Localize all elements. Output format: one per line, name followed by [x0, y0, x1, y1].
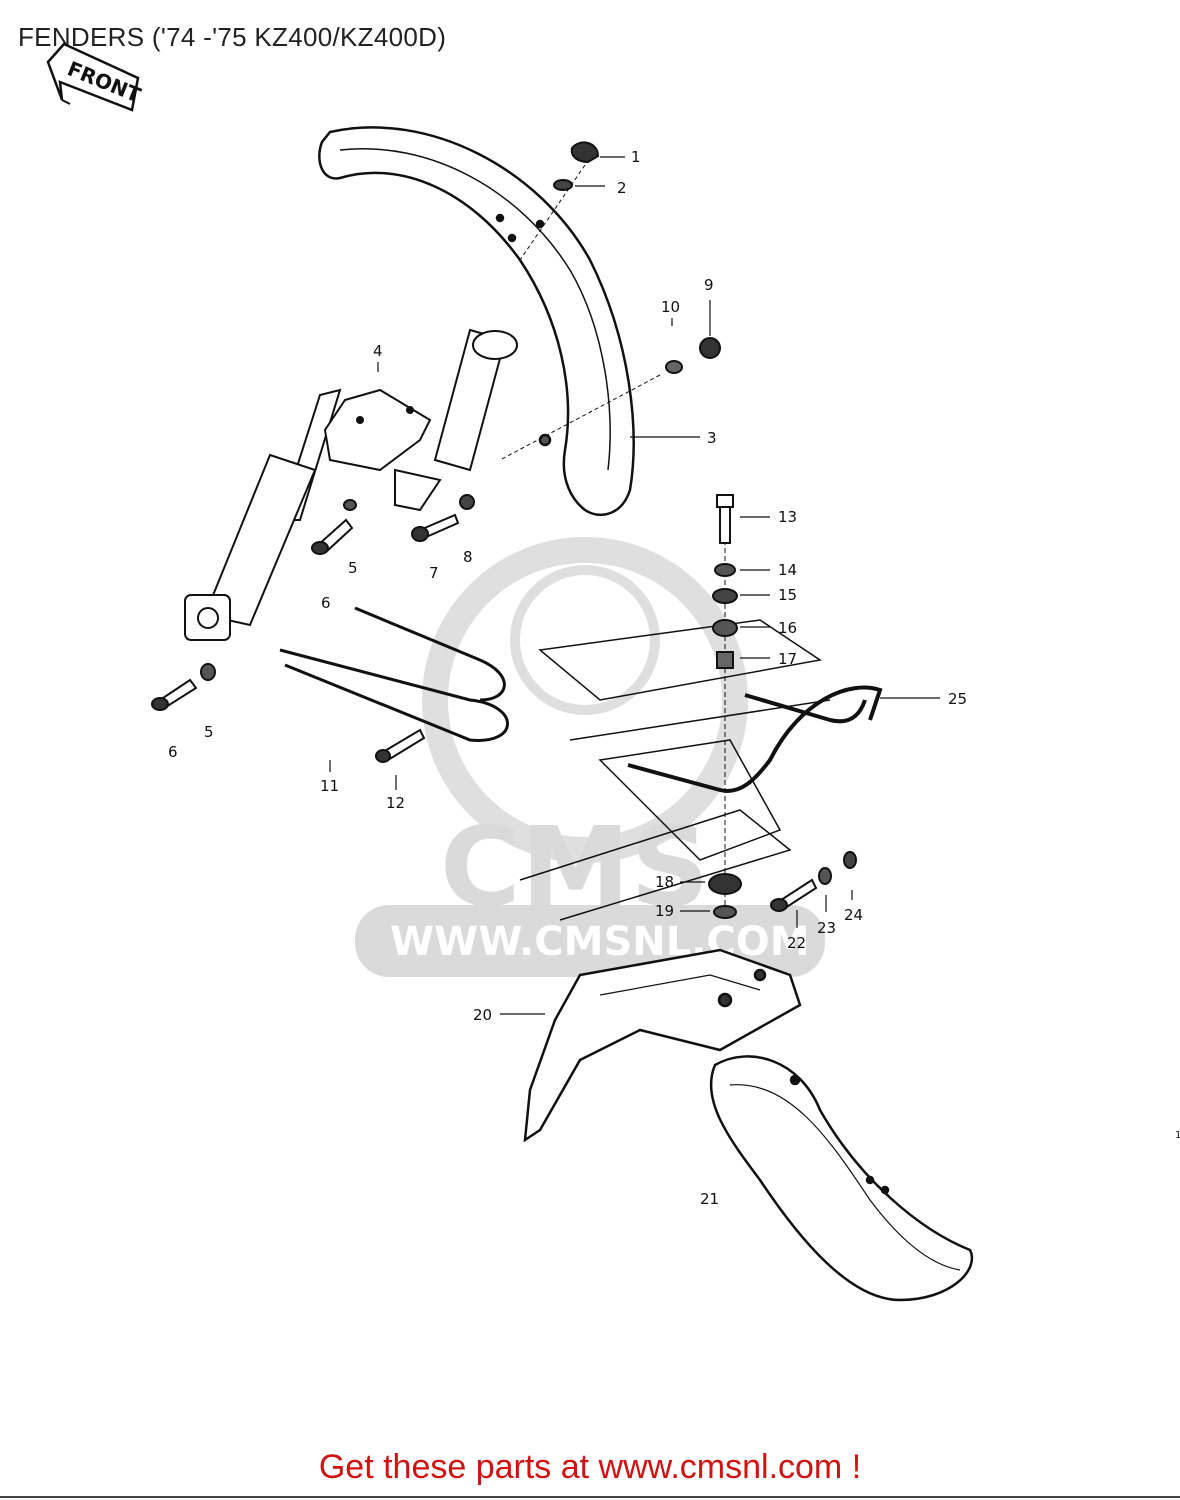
callout-17: 17 — [778, 650, 797, 668]
fender-stay — [279, 606, 509, 742]
callout-7: 7 — [429, 564, 439, 582]
cap-nut — [519, 141, 600, 261]
callout-labels: 1 2 3 4 5 6 7 8 9 10 11 12 13 14 15 16 1… — [168, 148, 1180, 1208]
stay-bolt — [375, 728, 426, 763]
callout-22: 22 — [787, 934, 806, 952]
callout-23: 23 — [817, 919, 836, 937]
watermark-url: WWW.CMSNL.COM — [390, 919, 810, 965]
callout-9: 9 — [704, 276, 714, 294]
callout-18: 18 — [655, 873, 674, 891]
inner-rear-fender — [523, 948, 802, 1143]
callout-12: 12 — [386, 794, 405, 812]
callout-3: 3 — [707, 429, 717, 447]
rear-fender — [709, 1055, 974, 1302]
leader-lines — [329, 156, 940, 1015]
callout-24: 24 — [844, 906, 863, 924]
watermark: CMS WWW.CMSNL.COM — [355, 537, 825, 977]
callout-11: 11 — [320, 777, 339, 795]
callout-25: 25 — [948, 690, 967, 708]
bottom-rule — [0, 1496, 1180, 1498]
callout-21: 21 — [700, 1190, 719, 1208]
callout-14: 14 — [778, 561, 797, 579]
grab-rail — [627, 685, 883, 793]
fork-bolts — [151, 494, 475, 711]
callout-6-second: 6 — [168, 743, 178, 761]
front-fender — [318, 126, 635, 517]
callout-8: 8 — [463, 548, 473, 566]
callout-19: 19 — [655, 902, 674, 920]
callout-15: 15 — [778, 586, 797, 604]
callout-4: 4 — [373, 342, 383, 360]
callout-6: 6 — [321, 594, 331, 612]
nut-and-washer — [499, 337, 721, 461]
side-bolts — [770, 851, 857, 912]
diagram-title: FENDERS ('74 -'75 KZ400/KZ400D) — [18, 22, 447, 52]
callout-2: 2 — [617, 179, 627, 197]
callout-20: 20 — [473, 1006, 492, 1024]
callout-16: 16 — [778, 619, 797, 637]
callout-5-second: 5 — [204, 723, 214, 741]
callout-10: 10 — [661, 298, 680, 316]
mount-stack — [708, 494, 742, 919]
front-fork — [184, 328, 518, 641]
callout-13: 13 — [778, 508, 797, 526]
callout-1: 1 — [631, 148, 641, 166]
margin-mark: 1 — [1175, 1130, 1180, 1141]
cmsnl-link[interactable]: Get these parts at www.cmsnl.com ! — [318, 1448, 862, 1486]
callout-5: 5 — [348, 559, 358, 577]
fender-bracket — [323, 388, 432, 472]
footer-cta[interactable]: Get these parts at www.cmsnl.com ! — [0, 1448, 1180, 1487]
front-arrow-icon: FRONT — [46, 42, 144, 112]
